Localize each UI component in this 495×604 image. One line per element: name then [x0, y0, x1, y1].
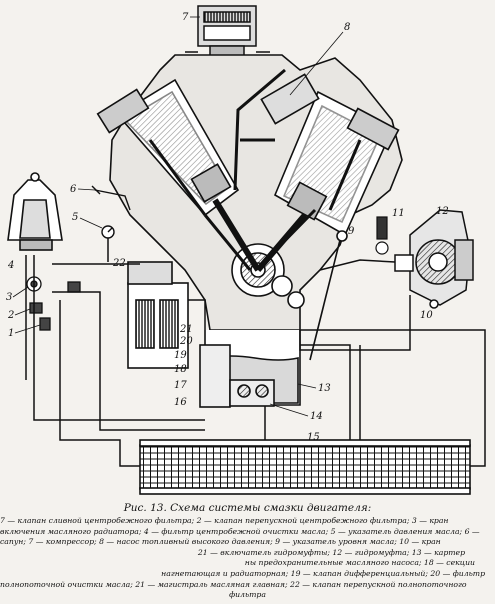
callout-16: 16: [174, 397, 187, 408]
callout-12: 12: [436, 206, 449, 217]
legend-line: включения масляного радиатора; 4 — фильт…: [0, 526, 480, 536]
callout-11: 11: [392, 208, 405, 219]
legend-line: 7 — клапан сливной центробежного фильтра…: [0, 516, 449, 525]
callout-7: 7: [182, 12, 189, 23]
lubrication-system-diagram: 7 8 6 5 4 3 2 1 22 21 20 19 18 17 16 13 …: [6, 5, 486, 495]
callout-8: 8: [344, 22, 350, 33]
coupling-switch: [375, 216, 389, 255]
callout-18: 18: [174, 364, 187, 375]
callout-15: 15: [307, 432, 320, 443]
oil-pressure-gauge: [101, 225, 115, 239]
callout-17: 17: [174, 380, 187, 391]
full-flow-filter: [127, 261, 189, 369]
oil-radiator: [139, 439, 471, 495]
oil-sump: [199, 330, 301, 408]
left-valves: [26, 276, 81, 331]
callout-5: 5: [72, 212, 78, 223]
callout-6: 6: [70, 184, 77, 195]
legend-line: нагнетающая и радиаторная; 19 — клапан д…: [161, 568, 485, 578]
callout-10: 10: [420, 310, 433, 321]
compressor: [185, 5, 270, 61]
pipelines: [25, 238, 486, 467]
legend-line: фильтра: [229, 590, 266, 600]
fluid-coupling: [394, 209, 474, 309]
legend-line: ны предохранительные масляного насоса; 1…: [244, 558, 475, 568]
callout-22: 22: [112, 258, 126, 269]
callout-13: 13: [318, 383, 331, 394]
callout-2: 2: [7, 310, 14, 321]
callout-3: 3: [6, 292, 12, 303]
legend-line: сапун; 7 — компрессор; 8 — насос топливн…: [0, 537, 441, 547]
callout-20: 20: [179, 336, 193, 347]
callout-labels: 7 8 6 5 4 3 2 1 22 21 20 19 18 17 16 13 …: [6, 12, 449, 443]
legend-line: полнопоточной очистки масла; 21 — магист…: [0, 579, 467, 589]
callout-19: 19: [174, 350, 187, 361]
callout-4: 4: [7, 260, 14, 271]
callout-1: 1: [8, 328, 14, 339]
callout-21: 21: [179, 324, 193, 335]
breather: [91, 185, 131, 211]
callout-9: 9: [348, 226, 355, 237]
oil-channels: [148, 68, 362, 271]
figure-legend: 7 — клапан сливной центробежного фильтра…: [0, 516, 495, 601]
figure-caption-title: Рис. 13. Схема системы смазки двигателя:: [123, 502, 372, 514]
engine-block: [96, 54, 403, 361]
callout-14: 14: [310, 411, 323, 422]
centrifugal-filter: [7, 172, 63, 251]
legend-line: 21 — включатель гидромуфты; 12 — гидрому…: [197, 547, 465, 557]
